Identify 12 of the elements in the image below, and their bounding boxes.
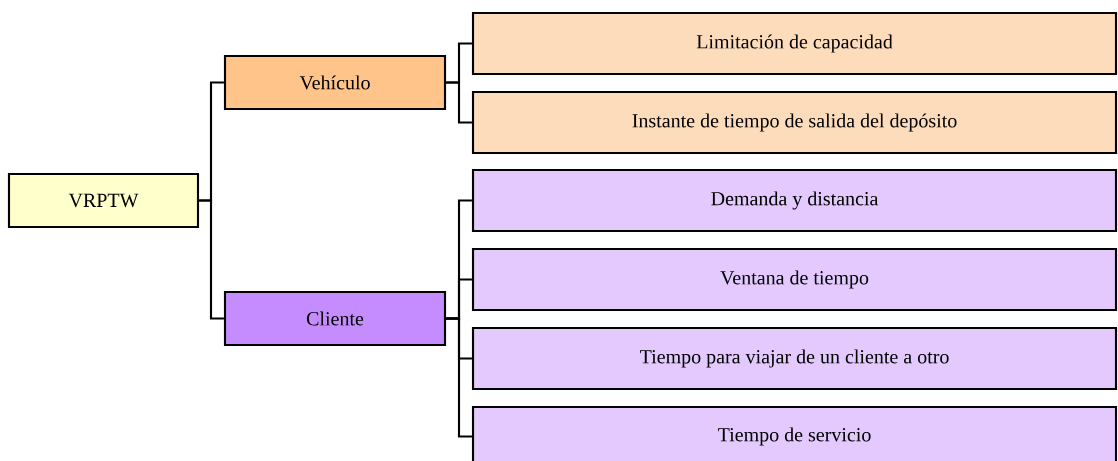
category-box: Vehículo <box>223 54 447 111</box>
category-box: Instante de tiempo de salida del depósito <box>471 90 1118 155</box>
category-box: Demanda y distancia <box>471 168 1118 233</box>
category-box: VRPTW <box>7 172 200 229</box>
connector-line <box>199 199 224 320</box>
category-box: Cliente <box>223 290 447 347</box>
connector-line <box>446 81 472 124</box>
category-box: Ventana de tiempo <box>471 247 1118 312</box>
connector-line <box>446 317 472 438</box>
category-box: Limitación de capacidad <box>471 11 1118 76</box>
category-box: Tiempo de servicio <box>471 405 1118 461</box>
category-box: Tiempo para viajar de un cliente a otro <box>471 326 1118 391</box>
